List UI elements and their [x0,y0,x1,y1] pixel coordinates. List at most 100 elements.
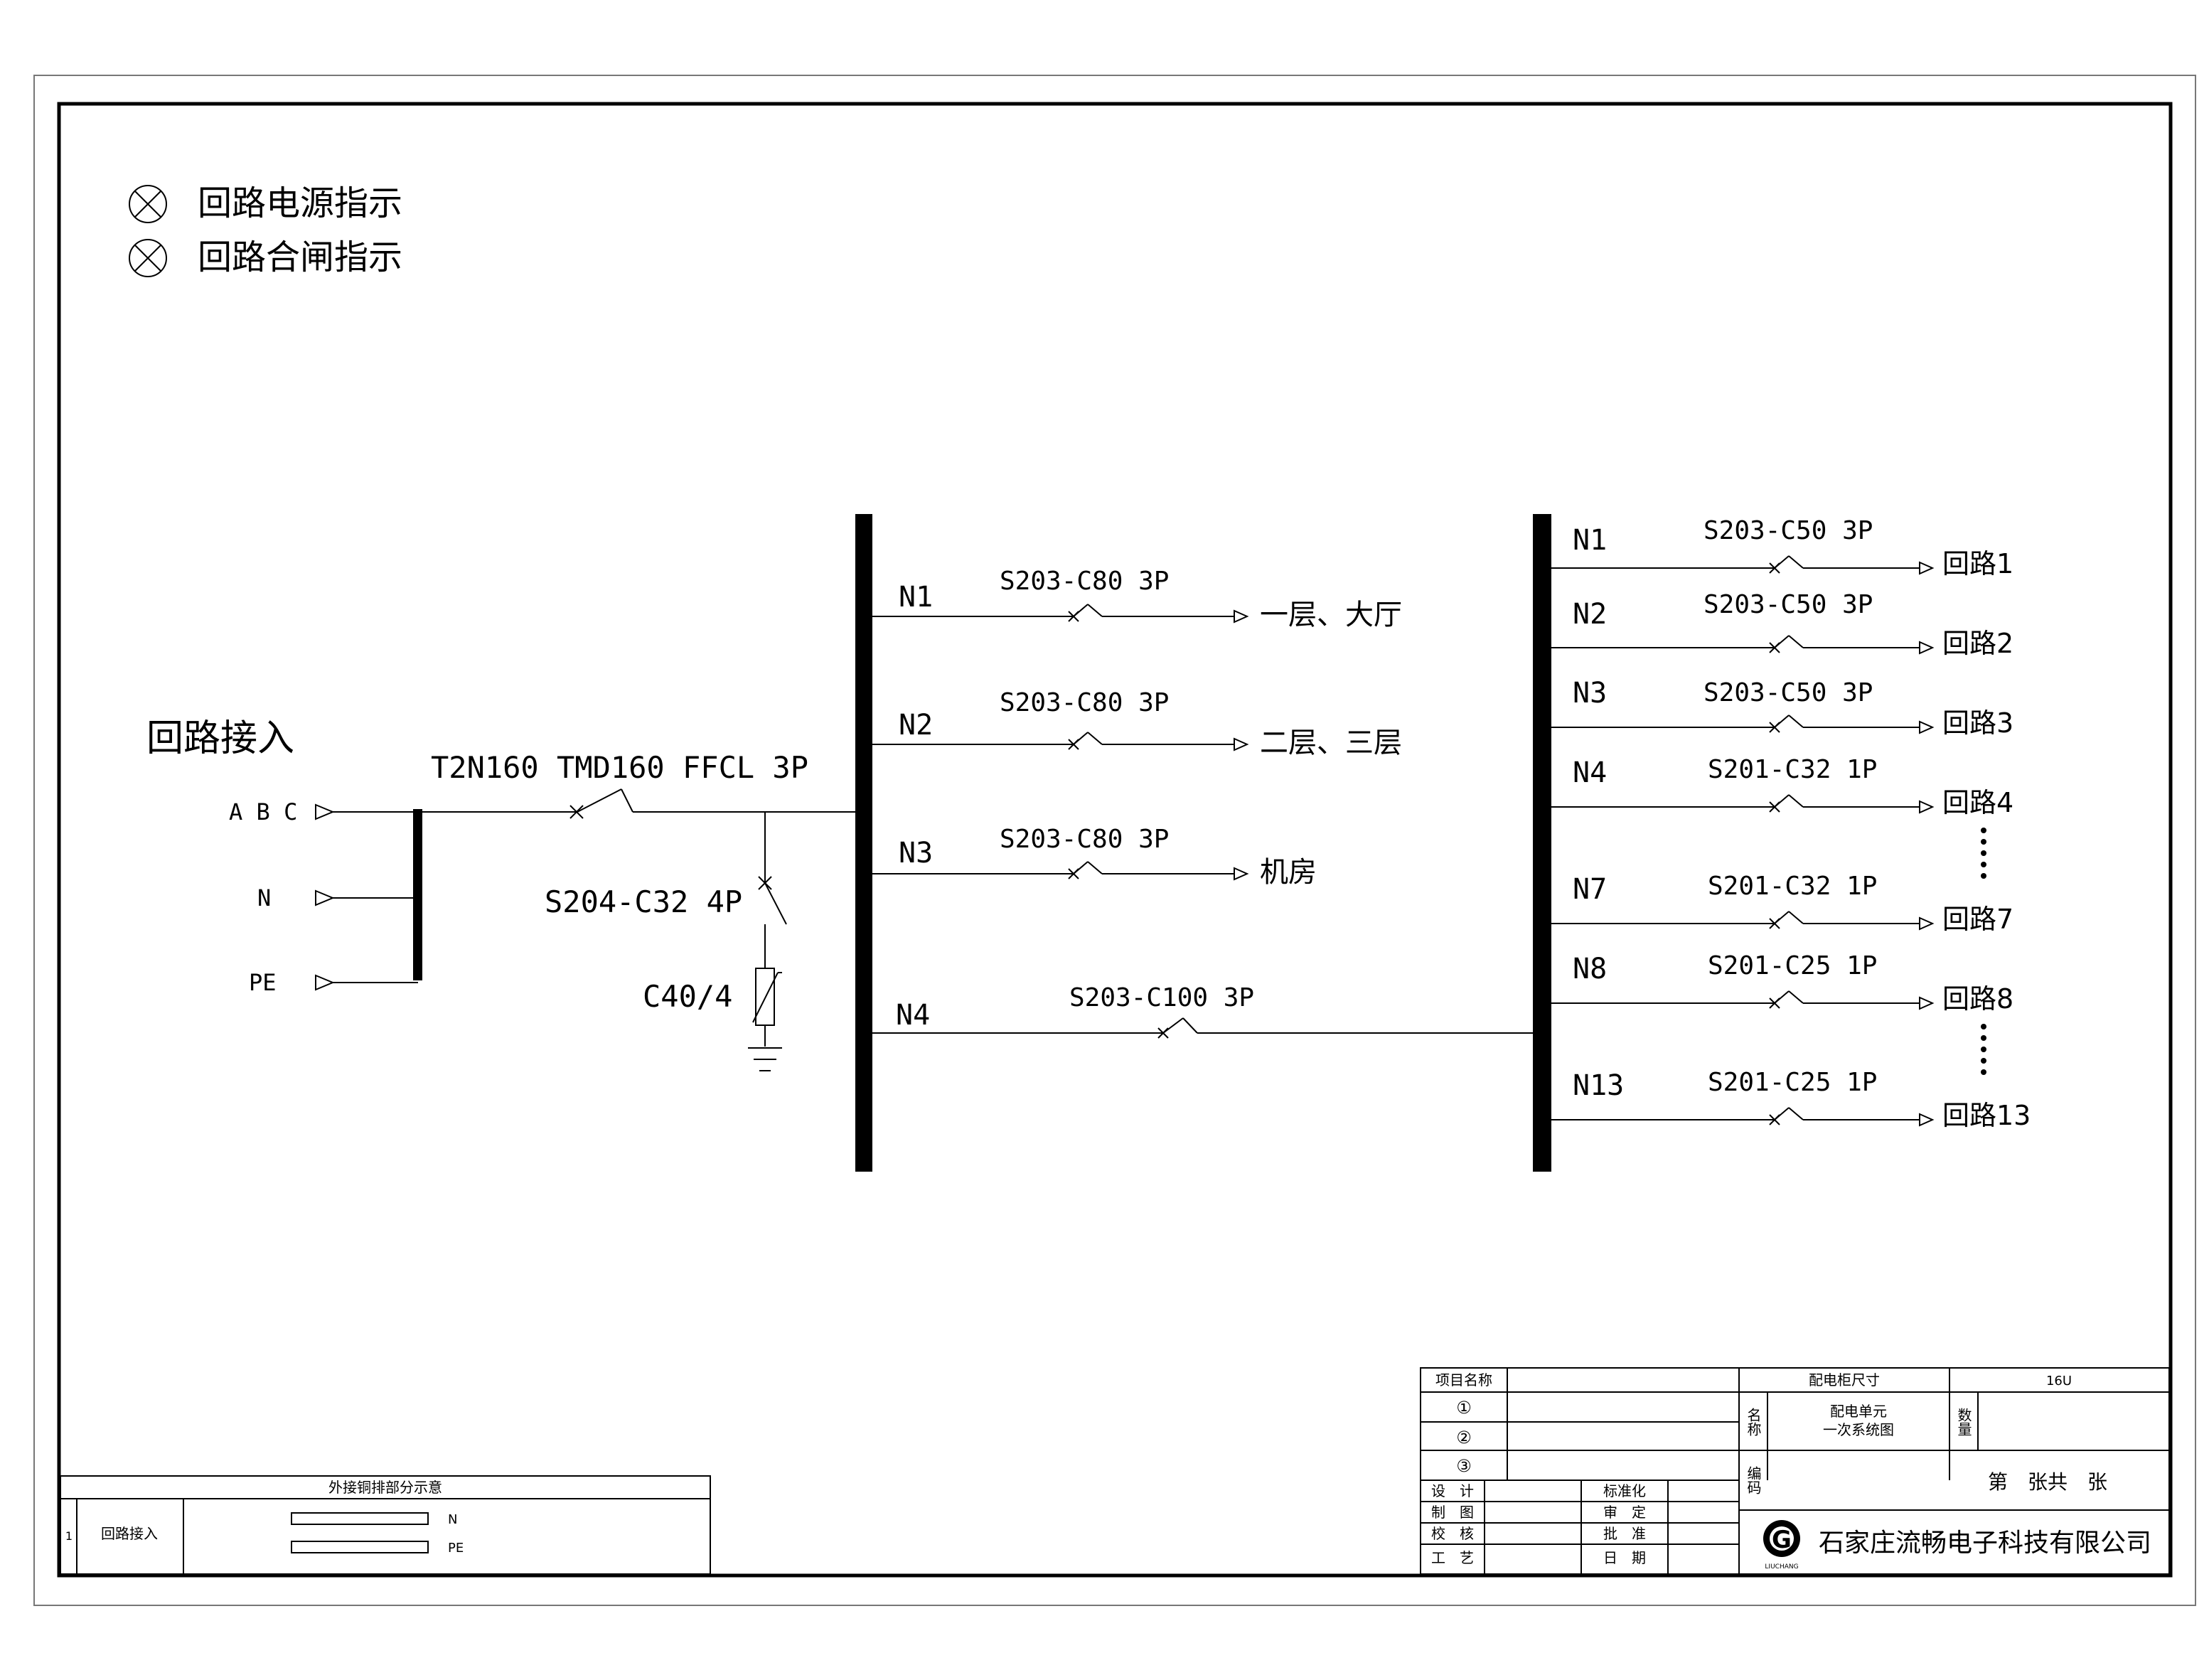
project-name-label: 项目名称 [1435,1371,1492,1389]
bus1-feeder-n1: N1 S203-C80 3P 一层、大厅 [872,567,1402,631]
ground-icon [748,1047,782,1071]
continuation-dots-icon [1981,1024,1986,1075]
feeder-load-label: 回路1 [1942,548,2013,579]
inner-border [57,102,2173,1578]
copper-bar-table: 外接铜排部分示意 1 回路接入 N PE [60,1475,711,1575]
sign-standard: 标准化 [1603,1482,1646,1499]
feeder-load-label: 回路7 [1942,904,2013,935]
bus2-feeder-n7: N7 S201-C32 1P 回路7 [1551,872,2013,935]
feeder-id: N3 [1573,677,1607,710]
breaker-symbol [1769,1107,1804,1125]
incoming-section: 回路接入 A B C N PE T2N160 TMD160 FFCL 3P [146,717,863,1071]
bus1-feeder-n3: N3 S203-C80 3P 机房 [872,825,1317,889]
bus2-feeder-n1: N1 S203-C50 3P 回路1 [1551,516,2013,579]
feeder-id: N3 [899,837,933,870]
bus2-feeder-n8: N8 S201-C25 1P 回路8 [1551,951,2013,1015]
breaker-symbol [1769,794,1804,813]
sign-check: 校 核 [1431,1525,1474,1542]
sheet-number-text: 第 张共 张 [1988,1470,2107,1494]
bus1-feeder-n2: N2 S203-C80 3P 二层、三层 [872,688,1402,759]
arrow-icon [1234,867,1249,881]
copper-bar-pe-label: PE [448,1541,464,1556]
title-block [1420,1367,2170,1575]
arrow-icon [1919,996,1935,1010]
incoming-busbar [413,809,422,980]
feeder-breaker-label: S201-C32 1P [1708,872,1877,901]
legend-lamp-icon-1 [129,185,167,223]
company-name: 石家庄流畅电子科技有限公司 [1819,1529,2151,1558]
terminal-label-abc: A B C [229,798,297,825]
copper-table-title: 外接铜排部分示意 [328,1479,442,1496]
bus2-feeder-n13: N13 S201-C25 1P 回路13 [1551,1068,2031,1131]
feeder-load-label: 回路13 [1942,1100,2031,1131]
continuation-dots-icon [1981,828,1986,879]
breaker-symbol [1769,990,1804,1009]
surge-arrester-symbol [752,968,782,1047]
feeder-breaker-label: S203-C80 3P [1000,825,1169,854]
arrow-icon [1234,609,1249,624]
feeder-id: N2 [899,709,933,742]
name-label: 名称 [1745,1408,1762,1436]
main-busbar-2 [1533,514,1551,1172]
sign-process: 工 艺 [1431,1549,1474,1566]
arrow-icon [1919,561,1935,575]
arrow-icon [1919,720,1935,734]
feeder-load-label: 回路4 [1942,787,2013,818]
terminal-label-n: N [257,884,271,911]
logo-subtext: LIUCHANG [1765,1563,1798,1571]
sign-date: 日 期 [1603,1549,1646,1566]
feeder-id: N13 [1573,1069,1624,1102]
feeder-breaker-label: S203-C100 3P [1069,983,1254,1012]
feeder-load-label: 回路2 [1942,628,2013,659]
feeder-id: N4 [1573,756,1607,789]
sign-approve: 批 准 [1603,1525,1646,1542]
terminal-label-pe: PE [249,969,277,996]
name-value-2: 一次系统图 [1823,1421,1894,1438]
breaker-symbol [1068,861,1103,879]
copper-table-row-label: 回路接入 [101,1525,158,1542]
feeder-breaker-label: S203-C80 3P [1000,567,1169,596]
arrow-icon [1234,737,1249,751]
circle-1: ① [1456,1398,1472,1418]
terminal-arrow-icon [315,889,335,906]
sign-draw: 制 图 [1431,1504,1474,1521]
bus2-feeder-n4: N4 S201-C32 1P 回路4 [1551,755,2013,818]
title-block-text: 项目名称 ① ② ③ 配电柜尺寸 16U 名称 配电单元 一次系统图 数量 编码… [1431,1371,2151,1571]
feeder-load-label: 回路3 [1942,707,2013,739]
feeder-id: N4 [896,999,930,1032]
circle-2: ② [1456,1428,1472,1448]
feeder-id: N8 [1573,953,1607,985]
feeder-id: N1 [1573,524,1607,557]
feeder-breaker-label: S203-C50 3P [1703,516,1873,545]
feeder-breaker-label: S203-C80 3P [1000,688,1169,717]
spd-label: C40/4 [643,979,732,1014]
breaker-symbol [1769,911,1804,929]
arrow-icon [1919,641,1935,655]
legend-label-power: 回路电源指示 [198,183,402,223]
spd-breaker-symbol [758,876,787,968]
bus1-feeder-n4: N4 S203-C100 3P [872,983,1539,1039]
code-label: 编码 [1745,1466,1762,1494]
breaker-symbol [1157,1017,1198,1039]
main-breaker-label: T2N160 TMD160 FFCL 3P [431,750,808,785]
breaker-symbol [1769,715,1804,733]
qty-label: 数量 [1955,1408,1972,1436]
terminal-arrow-icon [315,803,335,820]
breaker-symbol [1769,555,1804,574]
bus2-feeder-n3: N3 S203-C50 3P 回路3 [1551,677,2013,739]
feeder-load-label: 二层、三层 [1260,727,1402,759]
feeder-id: N1 [899,581,933,614]
main-busbar-1 [855,514,872,1172]
feeder-load-label: 机房 [1260,856,1317,889]
feeder-load-label: 回路8 [1942,983,2013,1015]
breaker-symbol [1068,732,1103,750]
logo-letter: G [1772,1526,1792,1554]
breaker-symbol [1068,604,1103,622]
terminal-arrow-icon [315,974,335,991]
outer-border [33,75,2196,1606]
feeder-breaker-label: S203-C50 3P [1703,590,1873,619]
name-value-1: 配电单元 [1830,1403,1887,1420]
feeder-breaker-label: S203-C50 3P [1703,678,1873,707]
company-logo-icon: G LIUCHANG [1763,1520,1800,1571]
